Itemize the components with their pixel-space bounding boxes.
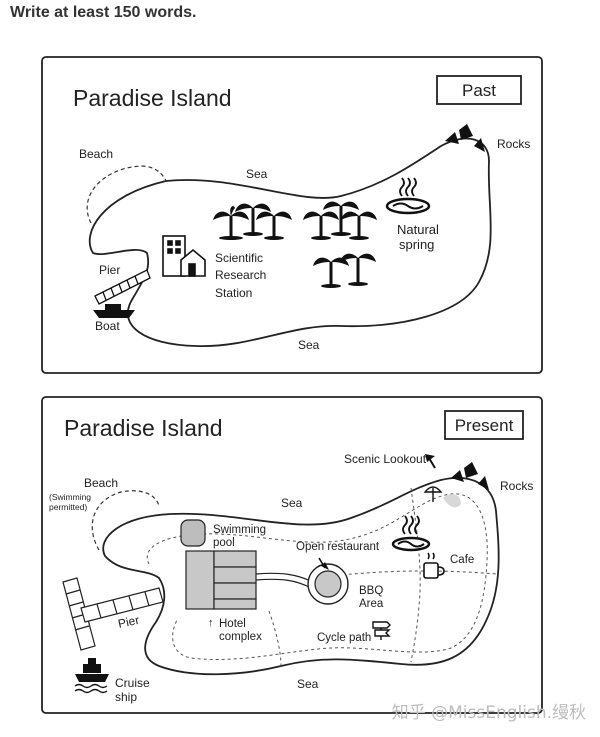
present-cruise-label-1: Cruise — [115, 676, 150, 690]
present-beach-label: Beach — [84, 476, 118, 490]
present-umbrella-icon — [423, 486, 443, 502]
present-bbq-label-2: Area — [359, 598, 384, 610]
present-pool-label-2: pool — [213, 537, 235, 549]
present-pier — [62, 577, 164, 651]
present-map: Paradise Island Present Beach (Swimming … — [41, 396, 543, 714]
past-boat-label: Boat — [95, 319, 120, 333]
present-island-outline — [102, 477, 500, 676]
present-cruise-label-2: ship — [115, 690, 137, 704]
present-bbq-label-1: BBQ — [359, 585, 383, 597]
past-building-icon — [162, 235, 206, 277]
present-sea-top: Sea — [281, 496, 303, 510]
past-pier-label: Pier — [99, 263, 120, 277]
present-beach-note-1: (Swimming — [49, 492, 91, 502]
past-spring-label-1: Natural — [397, 222, 439, 237]
past-title: Paradise Island — [73, 85, 232, 111]
present-lookout-shade — [443, 494, 461, 508]
past-sea-top: Sea — [246, 167, 268, 181]
present-island-inner — [146, 493, 488, 660]
present-rocks-label: Rocks — [500, 479, 533, 493]
past-beach-label: Beach — [79, 147, 113, 161]
present-badge: Present — [444, 410, 524, 440]
present-hotel-label-2: complex — [219, 631, 262, 643]
present-hotel-marker: ↑ — [208, 617, 214, 629]
past-hot-spring-icon — [385, 177, 431, 215]
present-beach-arc — [91, 490, 160, 551]
watermark: 知乎 @MissEnglish.缦秋 — [391, 703, 586, 723]
present-swimming-pool — [180, 519, 206, 547]
svg-text:Present: Present — [455, 416, 514, 435]
past-boat-icon — [93, 304, 135, 318]
past-sea-bottom: Sea — [298, 338, 320, 352]
present-cycle-path-label: Cycle path — [317, 632, 371, 644]
present-restaurant-icon — [307, 557, 349, 605]
past-palm-trees-icon — [213, 201, 377, 288]
past-rocks-icon — [445, 124, 485, 152]
present-title: Paradise Island — [64, 415, 223, 441]
present-cafe-cup-icon — [423, 552, 445, 579]
present-cafe-label: Cafe — [450, 554, 474, 566]
present-cruise-ship-icon — [74, 658, 109, 694]
present-hotel-complex — [185, 550, 257, 610]
past-map: Paradise Island Past Beach Sea Sea Rocks — [41, 56, 543, 374]
past-pier — [94, 269, 151, 305]
present-pool-label-1: Swimming — [213, 524, 266, 536]
present-scenic-lookout-label: Scenic Lookout — [344, 452, 427, 466]
svg-text:Past: Past — [462, 81, 496, 100]
past-rocks-label: Rocks — [497, 137, 530, 151]
task-prompt: Write at least 150 words. — [10, 4, 197, 21]
past-spring-label-2: spring — [399, 237, 434, 252]
past-station-label-2: Research — [215, 268, 266, 282]
present-lookout-arrow-icon — [425, 454, 436, 469]
past-island-outline — [88, 137, 492, 347]
past-station-label-3: Station — [215, 286, 252, 300]
present-rocks-icon — [451, 462, 489, 490]
present-hotel-label-1: Hotel — [219, 618, 246, 630]
present-signpost-icon — [372, 621, 391, 640]
present-sea-bottom: Sea — [297, 677, 319, 691]
present-beach-note-2: permitted) — [49, 502, 87, 512]
past-badge: Past — [436, 75, 522, 105]
present-pier-label: Pier — [117, 613, 141, 631]
past-beach-arc — [86, 165, 167, 224]
past-station-label-1: Scientific — [215, 251, 263, 265]
present-restaurant-label: Open restaurant — [296, 541, 380, 553]
present-hot-spring-icon — [391, 515, 431, 552]
